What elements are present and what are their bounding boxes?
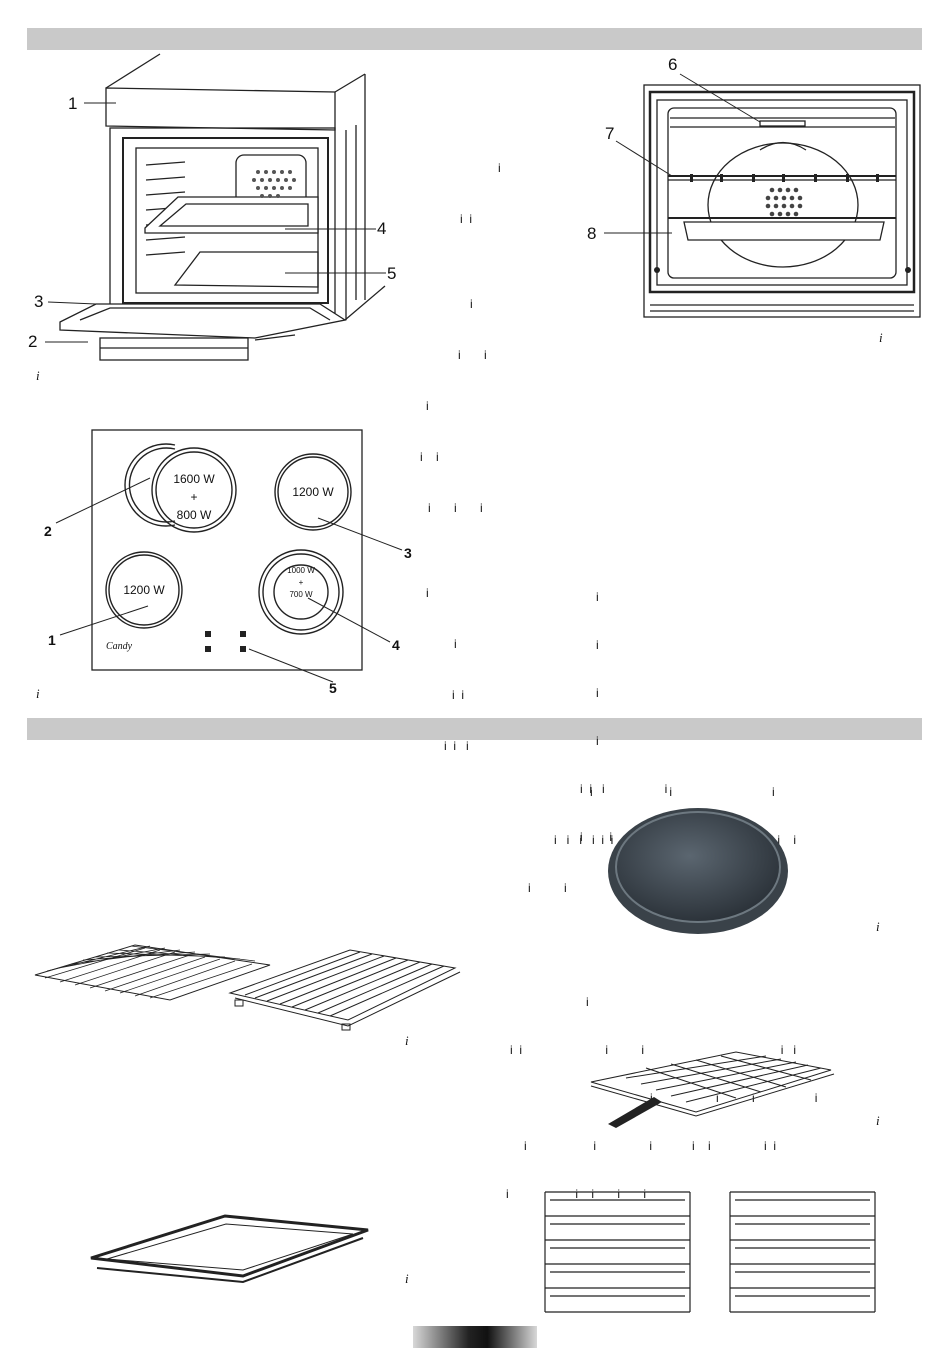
oven-callout-2: 2 (28, 332, 38, 351)
oven-callout-5: 5 (387, 264, 397, 283)
side-runners-figure (544, 1191, 876, 1313)
text-fragments-col2: i i i i i i i i i i i (580, 590, 668, 844)
oven-front-caption: i (36, 368, 40, 383)
baking-tray-caption: i (405, 1271, 409, 1286)
oven-callout-1: 1 (68, 94, 78, 113)
hob-zone-dual-small-label: 1000 W + 700 W (287, 566, 315, 599)
hob-caption: i (36, 686, 40, 701)
page-number-tab (413, 1326, 537, 1348)
grill-caption: i (876, 1113, 880, 1128)
hob-callout-3: 3 (404, 545, 412, 561)
section-header-bar-top (27, 28, 922, 50)
hob-callout-5: 5 (329, 680, 337, 696)
oven-callout-8: 8 (587, 224, 597, 243)
grill-figure (590, 1051, 835, 1128)
hob-callout-4: 4 (392, 637, 400, 653)
oven-interior-figure (604, 73, 921, 318)
oven-callout-7: 7 (605, 124, 615, 143)
grids-caption: i (405, 1033, 409, 1048)
oven-front-figure (45, 53, 386, 361)
hob-zone-bottom-left-label: 1200 W (123, 583, 165, 597)
oven-callout-4: 4 (377, 219, 387, 238)
pizza-tray-figure (608, 808, 788, 934)
oven-interior-caption: i (879, 330, 883, 345)
hob-figure (55, 429, 403, 683)
section-header-bar-middle (27, 718, 922, 740)
oven-callout-3: 3 (34, 292, 44, 311)
oven-grids-figure (34, 944, 461, 1031)
baking-tray-figure (90, 1214, 369, 1284)
text-fragments-col1: i i i i i i i i i i i i i i i i i i i (420, 161, 501, 753)
hob-callout-2: 2 (44, 523, 52, 539)
oven-callout-6: 6 (668, 55, 678, 74)
hob-callout-1: 1 (48, 632, 56, 648)
pizza-tray-caption: i (876, 919, 880, 934)
hob-zone-top-right-label: 1200 W (292, 485, 334, 499)
hob-brand-logo: Candy (106, 641, 133, 652)
text-fragments-para2: i i i i i i i i i i i i i i i (506, 995, 818, 1201)
hob-zone-dual-large-label: 1600 W + 800 W (173, 472, 215, 522)
